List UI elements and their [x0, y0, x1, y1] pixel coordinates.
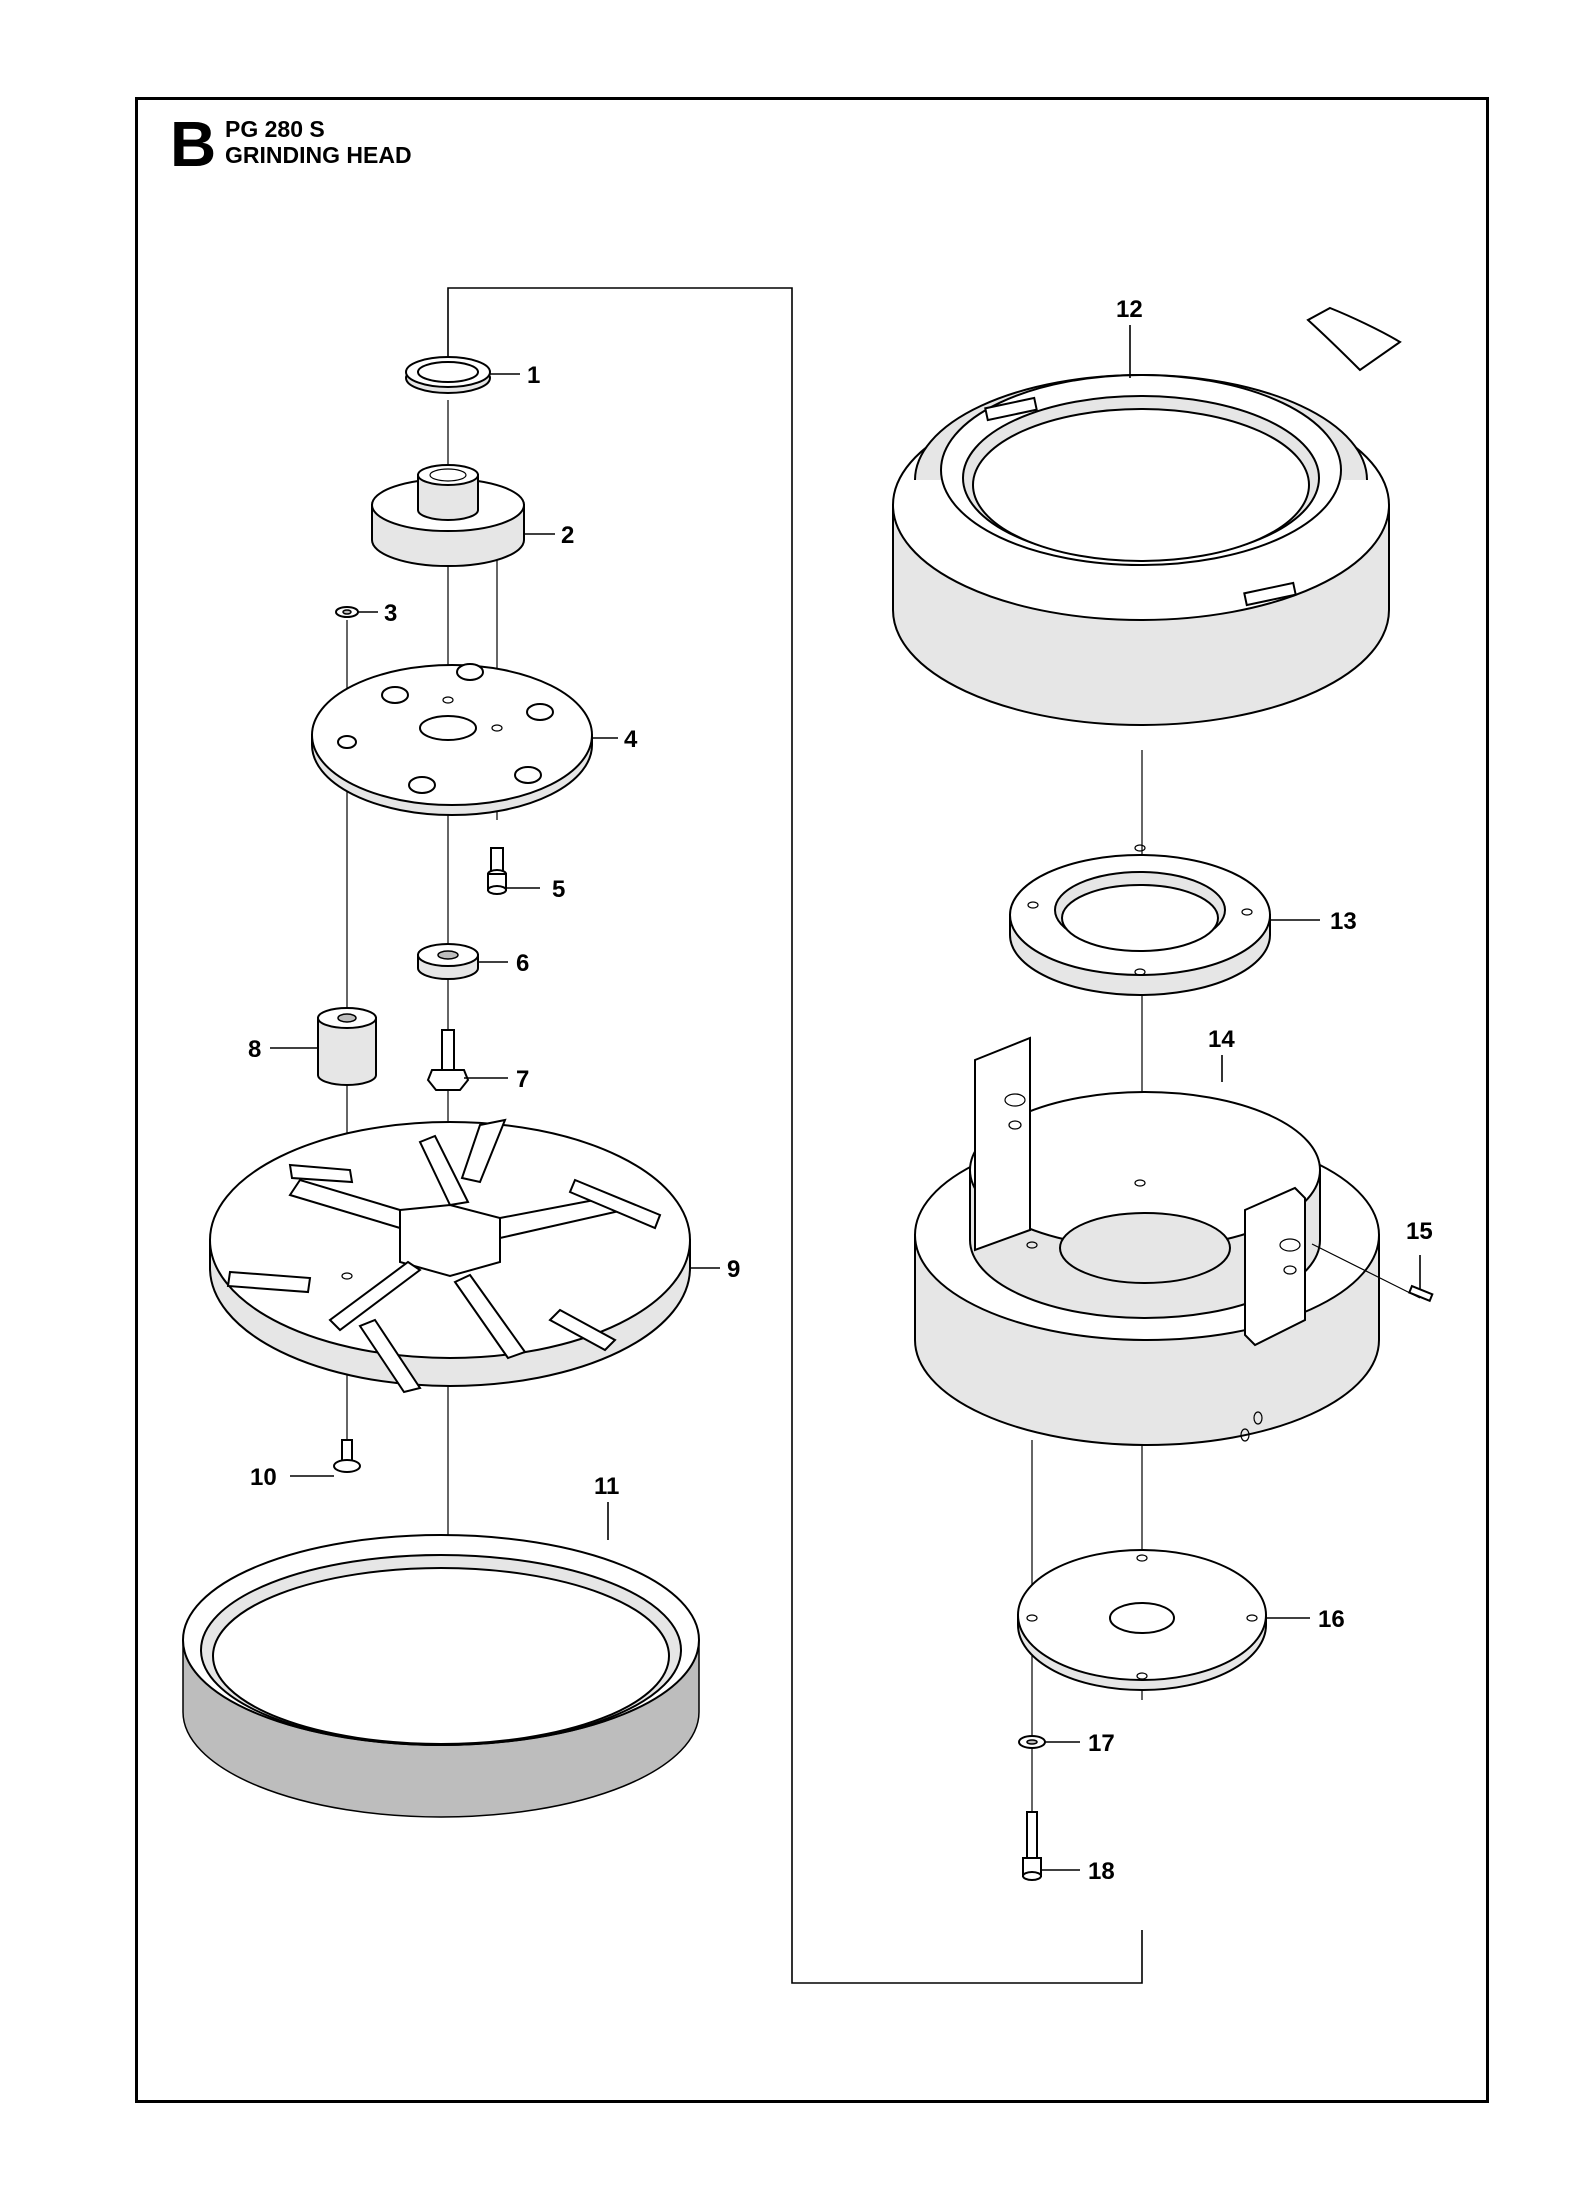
- part-7-hex-bolt: [426, 1029, 470, 1091]
- model-name: PG 280 S: [225, 116, 325, 142]
- section-letter: B: [170, 108, 217, 180]
- leader-lines: [270, 325, 1421, 1871]
- part-9-disc: [209, 1118, 691, 1394]
- callout-13: 13: [1330, 908, 1357, 935]
- callout-15: 15: [1406, 1218, 1433, 1245]
- callout-8: 8: [248, 1036, 261, 1063]
- part-5-bolt: [487, 847, 507, 895]
- part-8-damper: [317, 1007, 377, 1086]
- callout-4: 4: [624, 726, 638, 753]
- callout-6: 6: [516, 950, 529, 977]
- callout-10: 10: [250, 1464, 277, 1491]
- part-10-screw: [333, 1439, 361, 1473]
- callout-12: 12: [1116, 296, 1143, 323]
- part-4-plate: [311, 663, 593, 816]
- part-2-hub: [371, 464, 525, 567]
- part-12-cover: [892, 306, 1402, 726]
- part-3-screw: [335, 606, 359, 618]
- callout-7: 7: [516, 1066, 529, 1093]
- callout-3: 3: [384, 600, 397, 627]
- callout-14: 14: [1208, 1026, 1235, 1053]
- part-13-ring-plate: [1009, 844, 1271, 996]
- part-1-seal-ring: [405, 356, 491, 394]
- callout-16: 16: [1318, 1606, 1345, 1633]
- drawing-frame: [135, 97, 1489, 2103]
- page-title: GRINDING HEAD: [225, 142, 412, 168]
- assembly-connector-line: [447, 287, 1143, 1984]
- part-11-brush-ring: [182, 1534, 700, 1818]
- callout-11: 11: [594, 1473, 619, 1500]
- callout-2: 2: [561, 522, 574, 549]
- part-14-housing: [914, 1036, 1380, 1446]
- callout-9: 9: [727, 1256, 740, 1283]
- part-17-washer: [1018, 1735, 1046, 1749]
- callout-17: 17: [1088, 1730, 1115, 1757]
- part-18-bolt: [1022, 1811, 1042, 1881]
- part-15-pin: [1311, 1243, 1434, 1303]
- part-16-bottom-plate: [1017, 1549, 1267, 1691]
- callout-5: 5: [552, 876, 565, 903]
- part-6-spacer: [417, 943, 479, 980]
- callout-1: 1: [527, 362, 540, 389]
- callout-18: 18: [1088, 1858, 1115, 1885]
